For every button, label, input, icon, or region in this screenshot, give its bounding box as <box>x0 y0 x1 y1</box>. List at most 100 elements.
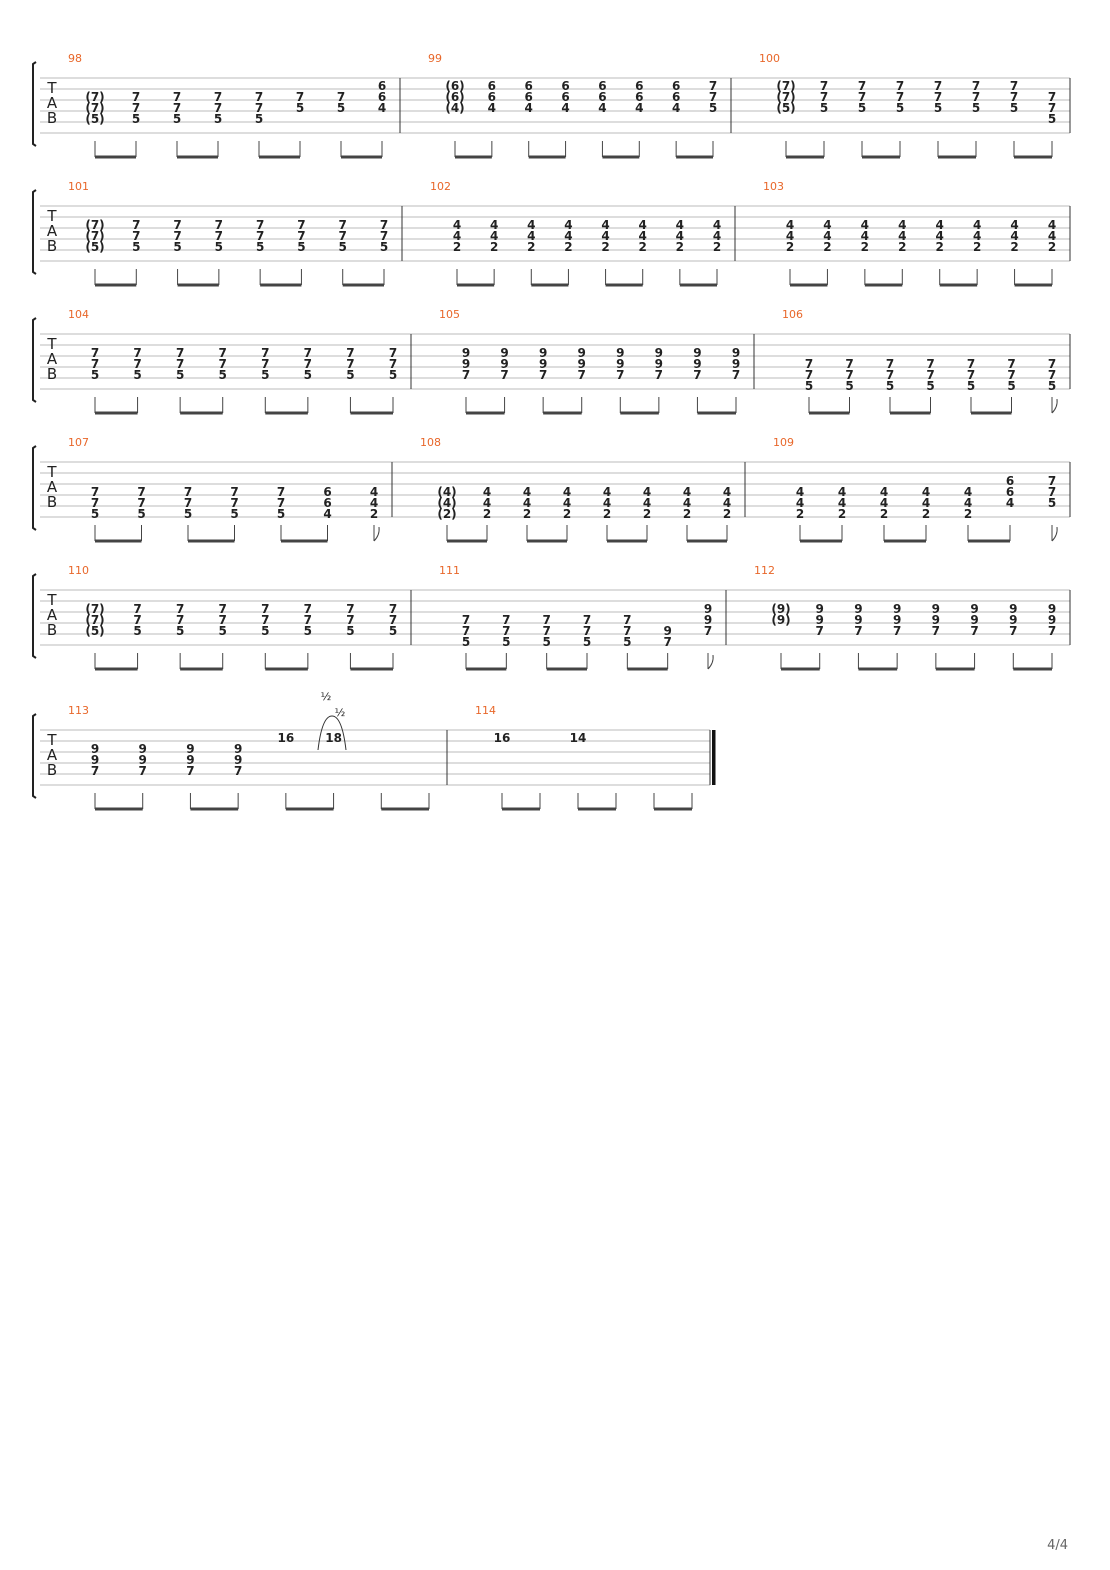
fret-number: (5) <box>85 240 104 254</box>
fret-number: 7 <box>896 79 904 93</box>
fret-number: 9 <box>1009 613 1017 627</box>
fret-number: 5 <box>173 240 181 254</box>
fret-number: 4 <box>563 485 571 499</box>
measure-number: 112 <box>754 564 775 577</box>
fret-number: 4 <box>527 229 535 243</box>
fret-number: 5 <box>389 624 397 638</box>
fret-number: 7 <box>732 368 740 382</box>
fret-number: 7 <box>132 218 140 232</box>
measure-number: 99 <box>428 52 442 65</box>
fret-number: 5 <box>346 624 354 638</box>
fret-number: 16 <box>494 731 511 745</box>
fret-number: 7 <box>261 346 269 360</box>
fret-number: 4 <box>1006 496 1014 510</box>
fret-number: 4 <box>723 496 731 510</box>
fret-number: 7 <box>389 602 397 616</box>
fret-number: 7 <box>845 357 853 371</box>
fret-number: 7 <box>542 613 550 627</box>
fret-number: 5 <box>1048 112 1056 126</box>
fret-number: 7 <box>91 485 99 499</box>
tab-clef-b: B <box>47 493 57 511</box>
fret-number: 4 <box>922 485 930 499</box>
tab-clef-a: A <box>47 350 58 368</box>
fret-number: 5 <box>297 240 305 254</box>
fret-number: 4 <box>1010 218 1018 232</box>
fret-number: 7 <box>500 368 508 382</box>
fret-number: 7 <box>256 229 264 243</box>
fret-number: 5 <box>542 635 550 649</box>
measure-number: 110 <box>68 564 89 577</box>
fret-number: 7 <box>304 346 312 360</box>
tab-clef-a: A <box>47 606 58 624</box>
fret-number: 4 <box>490 229 498 243</box>
fret-number: 4 <box>523 485 531 499</box>
fret-number: 4 <box>453 229 461 243</box>
fret-number: 2 <box>523 507 531 521</box>
fret-number: 9 <box>693 346 701 360</box>
fret-number: 7 <box>137 485 145 499</box>
fret-number: 4 <box>723 485 731 499</box>
bend-label-down: ½ <box>335 706 346 719</box>
fret-number: 6 <box>598 79 606 93</box>
fret-number: 7 <box>1048 357 1056 371</box>
measure-number: 103 <box>763 180 784 193</box>
measure-number: 102 <box>430 180 451 193</box>
fret-number: 5 <box>845 379 853 393</box>
fret-number: 7 <box>932 624 940 638</box>
fret-number: 7 <box>184 485 192 499</box>
fret-number: 5 <box>219 368 227 382</box>
fret-number: 9 <box>462 346 470 360</box>
fret-number: 5 <box>709 101 717 115</box>
fret-number: 2 <box>796 507 804 521</box>
fret-number: 9 <box>655 346 663 360</box>
fret-number: (7) <box>776 79 795 93</box>
measure-number: 108 <box>420 436 441 449</box>
fret-number: 7 <box>805 357 813 371</box>
fret-number: 4 <box>563 496 571 510</box>
fret-number: 7 <box>693 368 701 382</box>
fret-number: 4 <box>601 229 609 243</box>
fret-number: 7 <box>502 624 510 638</box>
fret-number: 4 <box>370 485 378 499</box>
fret-number: 7 <box>91 346 99 360</box>
fret-number: 4 <box>936 229 944 243</box>
tab-clef-a: A <box>47 746 58 764</box>
fret-number: 7 <box>176 357 184 371</box>
tab-clef-a: A <box>47 94 58 112</box>
fret-number: (4) <box>437 496 456 510</box>
tab-clef-t: T <box>46 463 57 481</box>
tab-clef-b: B <box>47 621 57 639</box>
fret-number: 2 <box>563 507 571 521</box>
fret-number: 2 <box>786 240 794 254</box>
fret-number: 7 <box>805 368 813 382</box>
fret-number: 4 <box>861 218 869 232</box>
fret-number: 9 <box>854 602 862 616</box>
fret-number: 4 <box>676 229 684 243</box>
fret-number: 5 <box>339 240 347 254</box>
fret-number: 9 <box>732 357 740 371</box>
fret-number: 4 <box>936 218 944 232</box>
fret-number: 9 <box>732 346 740 360</box>
fret-number: 7 <box>277 496 285 510</box>
tab-clef-b: B <box>47 761 57 779</box>
fret-number: 7 <box>346 346 354 360</box>
fret-number: 9 <box>1048 613 1056 627</box>
fret-number: 6 <box>1006 474 1014 488</box>
fret-number: 4 <box>880 496 888 510</box>
fret-number: 2 <box>861 240 869 254</box>
fret-number: 7 <box>704 624 712 638</box>
fret-number: 4 <box>922 496 930 510</box>
fret-number: 7 <box>184 496 192 510</box>
fret-number: 7 <box>261 613 269 627</box>
system-bracket <box>32 445 37 531</box>
fret-number: 2 <box>643 507 651 521</box>
page-number: 4/4 <box>1047 1538 1068 1553</box>
fret-number: 9 <box>616 357 624 371</box>
fret-number: 5 <box>967 379 975 393</box>
fret-number: 7 <box>934 79 942 93</box>
fret-number: 4 <box>453 218 461 232</box>
fret-number: 4 <box>561 101 569 115</box>
fret-number: (5) <box>85 112 104 126</box>
fret-number: 2 <box>898 240 906 254</box>
fret-number: 7 <box>709 79 717 93</box>
